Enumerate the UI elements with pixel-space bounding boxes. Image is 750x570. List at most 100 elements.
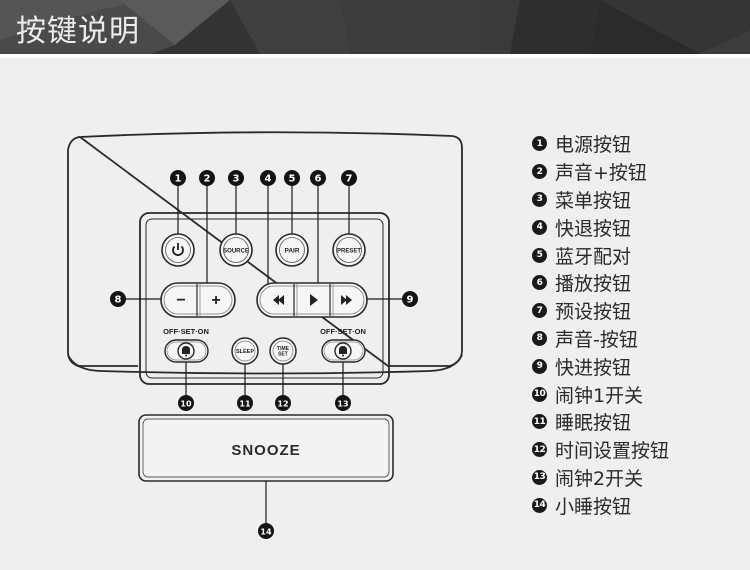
callout-number: 5 xyxy=(289,174,296,185)
callout-number: 7 xyxy=(346,174,353,185)
legend-number-badge: 14 xyxy=(532,497,547,513)
leader-lines xyxy=(118,178,410,528)
legend-number-badge: 2 xyxy=(532,164,547,180)
bell-1-icon xyxy=(182,346,190,357)
legend-label: 闹钟2开关 xyxy=(555,467,644,490)
preset-button[interactable]: PRESET xyxy=(332,233,366,267)
callout-number: 3 xyxy=(233,174,240,185)
legend-number-badge: 6 xyxy=(532,275,547,291)
legend-number-badge: 3 xyxy=(532,191,547,207)
pair-button[interactable]: PAIR xyxy=(275,233,309,267)
legend-label: 声音+按钮 xyxy=(555,162,647,185)
legend-number-badge: 13 xyxy=(532,469,547,485)
callout-number: 4 xyxy=(265,174,272,185)
play-icon xyxy=(310,294,318,306)
rewind-icon xyxy=(273,295,284,305)
transport-rocker xyxy=(256,282,368,318)
callout-number: 6 xyxy=(315,174,322,185)
legend-item: 2 声音+按钮 xyxy=(532,158,669,186)
fast-forward-icon xyxy=(341,295,352,305)
callout-badge-4: 4 xyxy=(260,170,276,186)
legend-item: 11 睡眠按钮 xyxy=(532,408,669,436)
legend-label: 预设按钮 xyxy=(555,301,632,324)
legend-label: 闹钟1开关 xyxy=(555,384,644,407)
callout-number: 11 xyxy=(239,400,251,409)
callout-badge-10: 10 xyxy=(178,395,194,411)
callout-number: 1 xyxy=(175,174,182,185)
legend-label: 时间设置按钮 xyxy=(555,440,670,463)
legend-item: 13 闹钟2开关 xyxy=(532,464,669,492)
device-base xyxy=(67,354,463,375)
legend-label: 睡眠按钮 xyxy=(555,412,632,435)
callout-badge-11: 11 xyxy=(237,395,253,411)
legend-label: 电源按钮 xyxy=(555,134,632,157)
legend-number-badge: 11 xyxy=(532,414,547,430)
volume-up-button[interactable]: + xyxy=(211,292,220,309)
header-divider xyxy=(0,54,750,58)
legend-item: 12 时间设置按钮 xyxy=(532,436,669,464)
legend-item: 10 闹钟1开关 xyxy=(532,380,669,408)
legend-number-badge: 5 xyxy=(532,247,547,263)
alarm1-label: OFF·SET·ON xyxy=(163,327,209,336)
callout-badge-3: 3 xyxy=(228,170,244,186)
alarm2-switch[interactable] xyxy=(321,339,366,363)
legend-number-badge: 9 xyxy=(532,358,547,374)
snooze-button-label: SNOOZE xyxy=(231,442,300,459)
banner-background xyxy=(0,0,750,54)
legend-number-badge: 10 xyxy=(532,386,547,402)
legend-item: 7 预设按钮 xyxy=(532,297,669,325)
callout-badge-6: 6 xyxy=(310,170,326,186)
sleep-button[interactable]: SLEEP xyxy=(231,337,259,365)
callout-number: 2 xyxy=(204,174,211,185)
callout-badge-5: 5 xyxy=(284,170,300,186)
volume-down-button[interactable]: − xyxy=(176,292,185,309)
source-button-label: SOURCE xyxy=(223,249,249,255)
callout-number: 9 xyxy=(407,295,414,306)
legend-label: 小睡按钮 xyxy=(555,495,632,518)
legend-item: 6 播放按钮 xyxy=(532,269,669,297)
legend-label: 声音-按钮 xyxy=(555,328,638,351)
legend-label: 快进按钮 xyxy=(555,356,632,379)
legend-label: 菜单按钮 xyxy=(555,189,632,212)
fast-forward-button[interactable] xyxy=(341,295,352,305)
power-button[interactable] xyxy=(161,233,195,267)
alarm1-switch[interactable] xyxy=(164,339,209,363)
callout-badge-8: 8 xyxy=(110,291,126,307)
preset-button-label: PRESET xyxy=(337,249,361,255)
time-set-label-line1: TIME xyxy=(277,346,290,352)
legend-number-badge: 7 xyxy=(532,303,547,319)
legend-number-badge: 12 xyxy=(532,442,547,458)
legend-item: 5 蓝牙配对 xyxy=(532,241,669,269)
sleep-button-label: SLEEP xyxy=(236,349,254,355)
time-set-button[interactable]: TIME SET xyxy=(269,337,297,365)
callout-badge-1: 1 xyxy=(170,170,186,186)
callout-number: 12 xyxy=(277,400,288,409)
source-button[interactable]: SOURCE xyxy=(219,233,253,267)
legend-label: 蓝牙配对 xyxy=(555,245,632,268)
legend-number-badge: 1 xyxy=(532,136,547,152)
volume-rocker: − + xyxy=(160,282,236,318)
snooze-button[interactable]: SNOOZE xyxy=(138,366,394,482)
play-button[interactable] xyxy=(310,294,318,306)
legend-item: 14 小睡按钮 xyxy=(532,491,669,519)
callout-number: 14 xyxy=(260,528,272,537)
callout-badge-13: 13 xyxy=(335,395,351,411)
callout-badge-2: 2 xyxy=(199,170,215,186)
legend-item: 9 快进按钮 xyxy=(532,352,669,380)
legend-label: 快退按钮 xyxy=(555,217,632,240)
legend-number-badge: 4 xyxy=(532,219,547,235)
power-icon xyxy=(172,243,184,256)
legend-label: 播放按钮 xyxy=(555,273,632,296)
callout-badge-7: 7 xyxy=(341,170,357,186)
pair-button-label: PAIR xyxy=(284,248,299,255)
callout-number: 10 xyxy=(180,400,192,409)
page-title: 按键说明 xyxy=(16,14,140,49)
legend-item: 1 电源按钮 xyxy=(532,130,669,158)
callout-number: 13 xyxy=(337,400,348,409)
callout-badge-14: 14 xyxy=(258,523,274,539)
rewind-button[interactable] xyxy=(273,295,284,305)
